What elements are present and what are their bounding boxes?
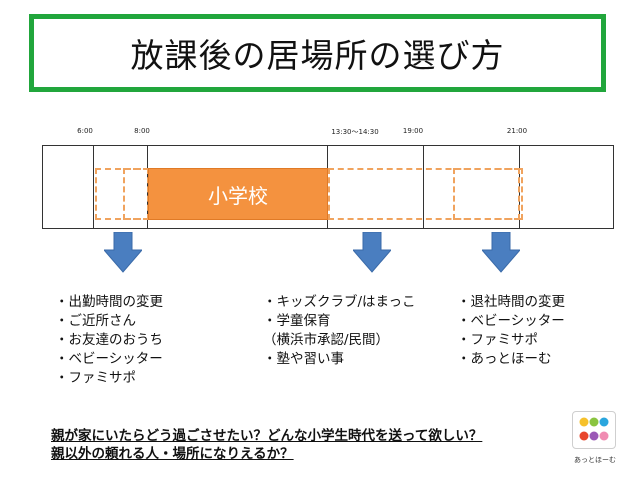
list-item: ・出勤時間の変更 <box>55 294 163 310</box>
list-item: ・ベビーシッター <box>457 313 565 329</box>
list-item: ・ご近所さん <box>55 313 136 329</box>
list-item: ・ファミサポ <box>55 370 136 386</box>
down-arrow-icon <box>482 232 520 273</box>
list-item: ・キッズクラブ/はまっこ <box>263 294 416 310</box>
list-item: ・あっとほーむ <box>457 351 552 367</box>
school-label: 小学校 <box>208 183 268 208</box>
logo-caption: あっとほーむ <box>574 456 616 464</box>
down-arrow-icon <box>104 232 142 273</box>
question-block: 親が家にいたらどう過ごさせたい？どんな小学生時代を送って欲しい？ 親以外の頼れる… <box>51 427 482 463</box>
page-title: 放課後の居場所の選び方 <box>130 36 505 75</box>
timeline-divider <box>93 146 94 228</box>
timeline-divider <box>423 146 424 228</box>
timeline-chart: 小学校 <box>42 145 614 229</box>
morning-options-list: ・出勤時間の変更 ・ご近所さん ・お友達のおうち ・ベビーシッター ・ファミサポ <box>55 293 163 388</box>
afterschool-options-list: ・キッズクラブ/はまっこ ・学童保育 （横浜市承認/民間） ・塾や習い事 <box>263 293 416 369</box>
list-item: ・退社時間の変更 <box>457 294 565 310</box>
down-arrow-icon <box>353 232 391 273</box>
afterschool-dashed-block <box>328 168 520 220</box>
time-label-6: 6:00 <box>77 127 93 135</box>
time-label-19: 19:00 <box>402 127 424 135</box>
dots-logo-icon <box>579 417 609 441</box>
evening-dashed-block <box>453 168 523 220</box>
list-item: （横浜市承認/民間） <box>263 332 390 348</box>
list-item: ・塾や習い事 <box>263 351 344 367</box>
time-label-21: 21:00 <box>506 127 528 135</box>
title-box: 放課後の居場所の選び方 <box>29 14 606 92</box>
list-item: ・学童保育 <box>263 313 331 329</box>
time-label-8: 8:00 <box>134 127 150 135</box>
list-item: ・ファミサポ <box>457 332 538 348</box>
question-line-1: 親が家にいたらどう過ごさせたい？どんな小学生時代を送って欲しい？ <box>51 428 483 444</box>
question-line-2: 親以外の頼れる人・場所になりえるか？ <box>51 446 294 462</box>
evening-options-list: ・退社時間の変更 ・ベビーシッター ・ファミサポ ・あっとほーむ <box>457 293 565 369</box>
school-block: 小学校 <box>148 168 328 220</box>
list-item: ・ベビーシッター <box>55 351 163 367</box>
morning-dashed-block-inner <box>123 168 149 220</box>
time-label-1330: 13:30〜14:30 <box>331 128 379 136</box>
list-item: ・お友達のおうち <box>55 332 163 348</box>
at-home-logo <box>572 411 616 449</box>
